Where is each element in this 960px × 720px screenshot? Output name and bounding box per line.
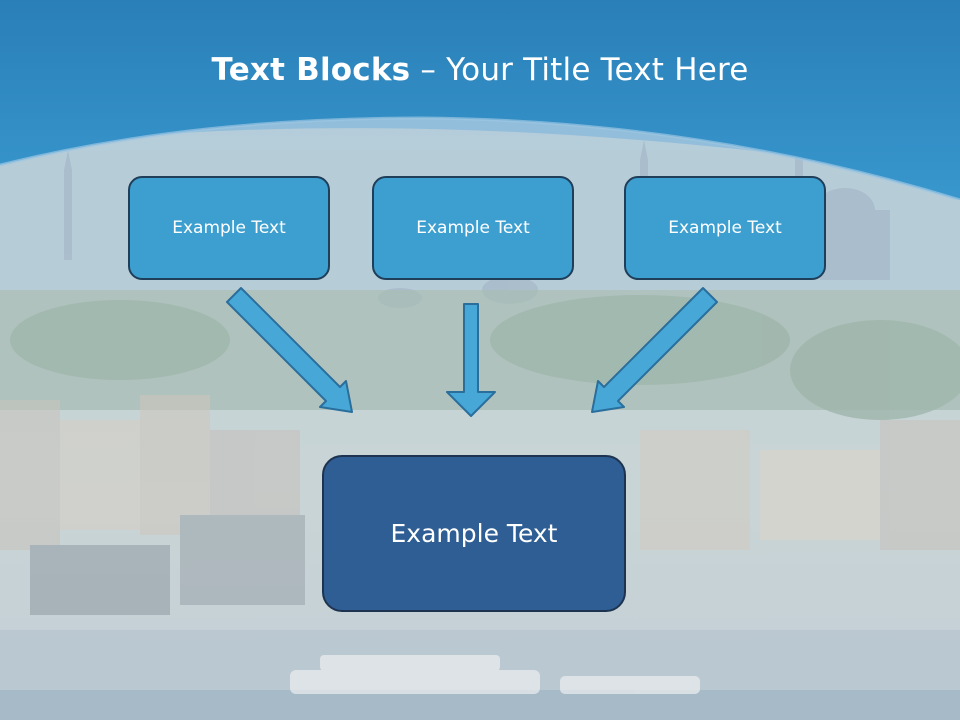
- arrow-middle: [446, 303, 496, 417]
- text-block-left[interactable]: Example Text: [128, 176, 330, 280]
- text-block-middle[interactable]: Example Text: [372, 176, 574, 280]
- arrow-right: [591, 287, 718, 413]
- text-block-right[interactable]: Example Text: [624, 176, 826, 280]
- title-banner: [0, 0, 960, 202]
- title-bold-part: Text Blocks: [211, 52, 411, 88]
- title-regular-part: – Your Title Text Here: [410, 52, 749, 88]
- slide-title: Text Blocks – Your Title Text Here: [0, 52, 960, 88]
- arrow-left: [226, 287, 353, 413]
- text-block-center[interactable]: Example Text: [322, 455, 626, 612]
